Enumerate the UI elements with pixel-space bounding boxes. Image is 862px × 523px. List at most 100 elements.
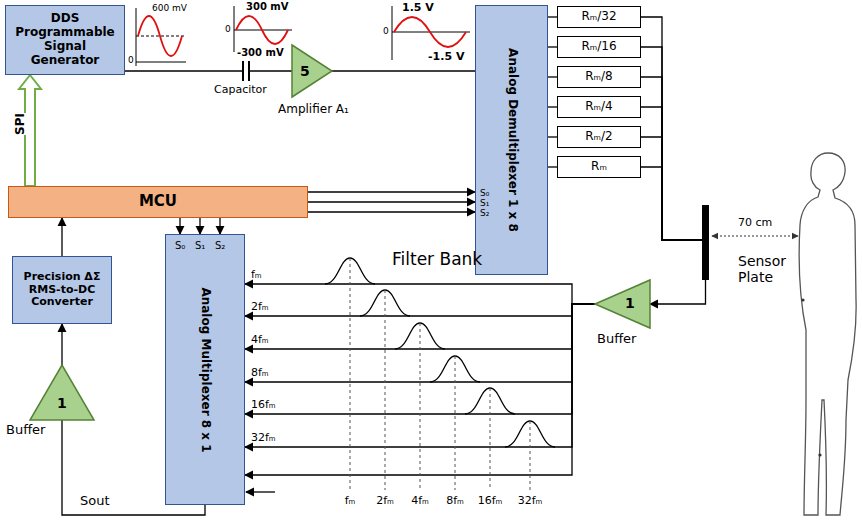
- node-text: Rₘ: [591, 160, 607, 174]
- signal-label: 0: [383, 26, 389, 36]
- node-text: 1: [625, 295, 635, 311]
- node-label: Buffer: [597, 332, 636, 347]
- node-label: S₁: [480, 198, 489, 208]
- axis-line: [136, 62, 186, 63]
- triangle-outline: [30, 365, 94, 420]
- signal-label: Capacitor: [214, 84, 267, 97]
- signal-wire: [61, 218, 62, 256]
- node-label: S₂: [215, 240, 225, 252]
- node-text: DDS Programmable Signal Generator: [9, 12, 121, 67]
- converter-box: Precision ΔΣ RMS-to-DC Converter: [12, 256, 112, 324]
- signal-label: fₘ: [345, 495, 356, 508]
- signal-wire: [548, 16, 557, 17]
- node-label: Amplifier A₁: [278, 103, 349, 117]
- signal-label: -1.5 V: [428, 51, 464, 64]
- node-label: S₂: [480, 208, 489, 218]
- node-text: Sensor Plate: [738, 253, 796, 285]
- process-box: DDS Programmable Signal Generator: [5, 5, 125, 75]
- signal-label: 4fₘ: [251, 334, 269, 347]
- signal-label: 16fₘ: [251, 399, 276, 412]
- demultiplexer-box: Analog Demultiplexer 1 x 8 S₀S₁S₂: [475, 5, 548, 275]
- electrode-dot: [801, 298, 804, 301]
- signal-wire: [641, 77, 702, 240]
- sine-wave: [138, 16, 182, 56]
- signal-label: Sout: [80, 494, 110, 509]
- signal-label: Filter Bank: [392, 250, 482, 270]
- signal-wire: [641, 17, 702, 240]
- signal-wire: [548, 46, 557, 47]
- signal-label: 0: [128, 55, 134, 65]
- signal-wire: [641, 167, 702, 240]
- capacitor-gap: [244, 64, 248, 78]
- text-holder: Rₘ: [558, 157, 640, 177]
- node-text: Analog Multiplexer 8 x 1: [198, 259, 212, 480]
- signal-wire: [308, 211, 475, 212]
- dashed-line: [385, 290, 386, 490]
- sine-wave: [394, 17, 466, 47]
- signal-label: 32fₘ: [518, 495, 543, 508]
- signal-wire: [199, 218, 200, 234]
- edge-label: SPI: [14, 113, 28, 135]
- node-text: Rₘ/4: [585, 100, 613, 114]
- text-holder: MCU: [9, 187, 307, 217]
- filter-center-lines: [350, 258, 530, 490]
- text-holder: Rₘ/4: [558, 97, 640, 117]
- signal-label: 32fₘ: [251, 432, 276, 445]
- unused-input-arrow: [246, 491, 275, 492]
- node-text: Analog Demultiplexer 1 x 8: [505, 30, 519, 250]
- node-text: Rₘ/8: [585, 70, 613, 84]
- signal-wire: [641, 107, 702, 240]
- axis-line: [234, 6, 235, 52]
- dashed-line: [420, 323, 421, 490]
- capacitor-plate: [242, 61, 244, 81]
- text-holder: Rₘ/16: [558, 37, 640, 57]
- signal-label: 8fₘ: [446, 495, 464, 508]
- text-holder: DDS Programmable Signal Generator: [6, 6, 124, 74]
- signal-wire: [179, 218, 180, 234]
- signal-label: 2fₘ: [251, 301, 269, 314]
- node-label: S₀: [480, 188, 489, 198]
- buffer-triangle: 1Buffer: [30, 365, 94, 420]
- amplifier-triangle: 5Amplifier A₁: [292, 45, 332, 97]
- signal-label: 16fₘ: [478, 495, 503, 508]
- signal-label: 70 cm: [738, 217, 772, 230]
- signal-label: fₘ: [251, 269, 262, 282]
- waveform-capacitor: [234, 6, 292, 52]
- node-text: Rₘ/2: [585, 130, 613, 144]
- dashed-line: [350, 258, 351, 490]
- buffer-triangle: 1Buffer: [595, 280, 650, 328]
- filter-curves: [325, 258, 555, 447]
- signal-wire: [650, 280, 706, 304]
- axis-line: [136, 8, 137, 66]
- signal-label: 0: [225, 24, 231, 34]
- triangle-shape: [292, 45, 332, 97]
- resistor-box: Rₘ/2: [557, 126, 641, 148]
- signal-wire: [548, 136, 557, 137]
- resistor-box: Rₘ: [557, 156, 641, 178]
- dashed-line: [490, 388, 491, 490]
- signal-wire: [641, 47, 702, 240]
- signal-wire: [548, 106, 557, 107]
- signal-wire: [332, 70, 475, 71]
- human-figure: [799, 153, 856, 515]
- resistor-box: Rₘ/16: [557, 36, 641, 58]
- electrode-dot: [818, 453, 821, 456]
- signal-wire: [245, 284, 595, 304]
- resistor-box: Rₘ/32: [557, 6, 641, 28]
- signal-label: 2fₘ: [376, 495, 394, 508]
- signal-wire: [219, 218, 220, 234]
- sine-wave: [236, 16, 288, 44]
- node-text: Rₘ/32: [581, 10, 616, 24]
- node-text: 5: [300, 63, 310, 79]
- sensor-plate: Sensor Plate: [702, 205, 709, 280]
- signal-label: 300 mV: [246, 1, 289, 13]
- triangle-outline: [595, 280, 650, 328]
- signal-wire: [125, 70, 292, 71]
- text-holder: Rₘ/32: [558, 7, 640, 27]
- node-label: S₀: [175, 240, 185, 252]
- signal-label: 1.5 V: [402, 2, 434, 15]
- axis-line: [392, 6, 393, 60]
- signal-wire: [548, 166, 557, 167]
- multiplexer-box: Analog Multiplexer 8 x 1S₀S₁S₂: [165, 234, 245, 505]
